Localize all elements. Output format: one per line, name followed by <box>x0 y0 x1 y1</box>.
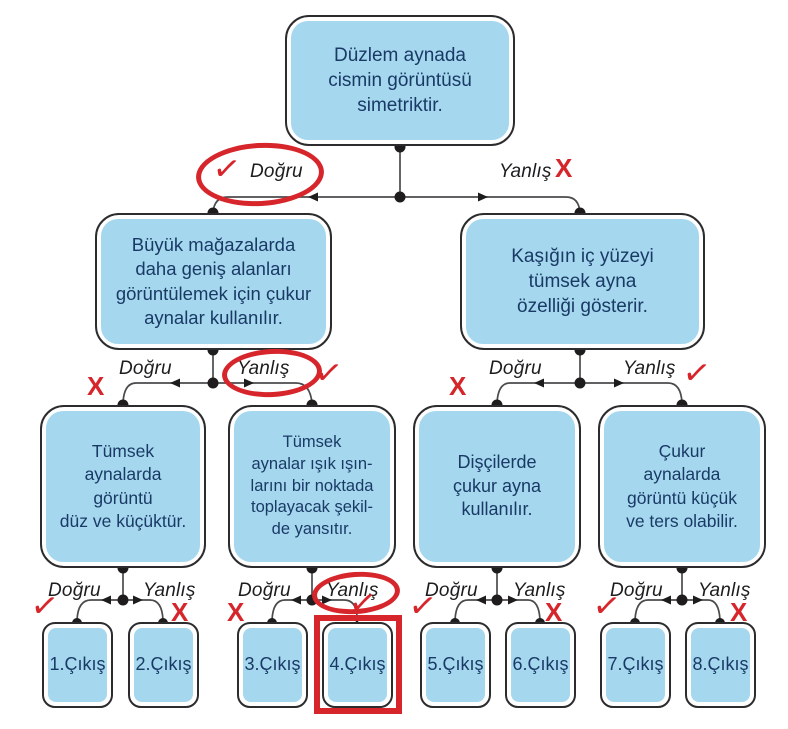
branch-label-root-yanlis: Yanlış <box>499 161 552 182</box>
flow-node-level2-2-text: Tümsek aynalar ışık ışın- larını bir nok… <box>234 411 390 562</box>
flow-node-level2-3: Dişçilerde çukur ayna kullanılır. <box>413 405 581 568</box>
branch-label-g3-yanlis: Yanlış <box>513 580 566 601</box>
exit-node-3: 3.Çıkış <box>237 622 308 708</box>
flow-node-level2-1-text: Tümsek aynalarda görüntü düz ve küçüktür… <box>46 411 200 562</box>
branch-label-g2-yanlis: Yanlış <box>326 580 379 601</box>
branch-label-root-dogru: Doğru <box>250 161 303 182</box>
exit-3-number: 3. <box>244 654 260 675</box>
branch-label-g2-dogru: Doğru <box>238 580 291 601</box>
check-mark-l1right-yanlis: ✓ <box>680 352 714 393</box>
branch-label-g4-dogru: Doğru <box>610 580 663 601</box>
flow-node-level1-left: Büyük mağazalarda daha geniş alanları gö… <box>95 213 332 350</box>
annotation-circle-l1left-yanlis <box>220 346 324 400</box>
check-mark-g4-dogru: ✓ <box>590 585 624 626</box>
exit-node-8: 8.Çıkış <box>685 622 756 708</box>
branch-label-g4-yanlis: Yanlış <box>698 580 751 601</box>
flow-node-level2-2: Tümsek aynalar ışık ışın- larını bir nok… <box>228 405 396 568</box>
exit-node-1: 1.Çıkış <box>42 622 113 708</box>
exit-8-number: 8. <box>692 654 708 675</box>
cross-mark-g4-yanlis: X <box>730 597 748 627</box>
branch-label-l1left-yanlis: Yanlış <box>237 358 290 379</box>
exit-6-label: Çıkış <box>527 654 569 675</box>
annotation-circle-root-dogru <box>194 139 326 210</box>
exit-1-label: Çıkış <box>64 654 106 675</box>
branch-label-g1-dogru: Doğru <box>48 580 101 601</box>
cross-mark-l1left-dogru: X <box>87 371 105 401</box>
cross-mark-g1-yanlis: X <box>171 597 189 627</box>
flow-node-level2-1: Tümsek aynalarda görüntü düz ve küçüktür… <box>40 405 206 568</box>
exit-6-number: 6. <box>512 654 528 675</box>
cross-mark-g3-yanlis: X <box>545 597 563 627</box>
cross-mark-l1right-dogru: X <box>449 371 467 401</box>
flow-node-level1-right: Kaşığın iç yüzeyi tümsek ayna özelliği g… <box>460 213 705 350</box>
exit-5-label: Çıkış <box>442 654 484 675</box>
exit-8-label: Çıkış <box>707 654 749 675</box>
flow-node-level1-right-text: Kaşığın iç yüzeyi tümsek ayna özelliği g… <box>466 219 699 344</box>
check-mark-g1-dogru: ✓ <box>28 585 62 626</box>
flow-node-level1-left-text: Büyük mağazalarda daha geniş alanları gö… <box>101 219 326 344</box>
exit-2-label: Çıkış <box>150 654 192 675</box>
exit-4-number: 4. <box>329 654 345 675</box>
annotation-circle-g2-yanlis <box>310 568 402 618</box>
branch-label-l1right-yanlis: Yanlış <box>623 358 676 379</box>
flow-node-root: Düzlem aynada cismin görüntüsü simetrikt… <box>285 15 515 146</box>
exit-3-label: Çıkış <box>259 654 301 675</box>
exit-node-7: 7.Çıkış <box>600 622 671 708</box>
flow-node-level2-4-text: Çukur aynalarda görüntü küçük ve ters ol… <box>604 411 760 562</box>
exit-1-number: 1. <box>49 654 65 675</box>
exit-4-label: Çıkış <box>344 654 386 675</box>
cross-mark-g2-dogru: X <box>227 597 245 627</box>
branch-label-g1-yanlis: Yanlış <box>143 580 196 601</box>
branch-label-l1right-dogru: Doğru <box>489 358 542 379</box>
cross-mark-root-yanlis: X <box>555 153 573 183</box>
annotation-box-exit-4 <box>314 615 402 714</box>
exit-5-number: 5. <box>427 654 443 675</box>
exit-7-label: Çıkış <box>622 654 664 675</box>
exit-node-5: 5.Çıkış <box>420 622 491 708</box>
exit-7-number: 7. <box>607 654 623 675</box>
exit-node-6: 6.Çıkış <box>505 622 576 708</box>
check-mark-g3-dogru: ✓ <box>406 585 440 626</box>
exit-2-number: 2. <box>135 654 151 675</box>
branch-label-g3-dogru: Doğru <box>425 580 478 601</box>
branch-label-l1left-dogru: Doğru <box>119 358 172 379</box>
flow-node-level2-3-text: Dişçilerde çukur ayna kullanılır. <box>419 411 575 562</box>
exit-node-2: 2.Çıkış <box>128 622 199 708</box>
flow-node-level2-4: Çukur aynalarda görüntü küçük ve ters ol… <box>598 405 766 568</box>
flow-node-root-text: Düzlem aynada cismin görüntüsü simetrikt… <box>291 21 509 140</box>
